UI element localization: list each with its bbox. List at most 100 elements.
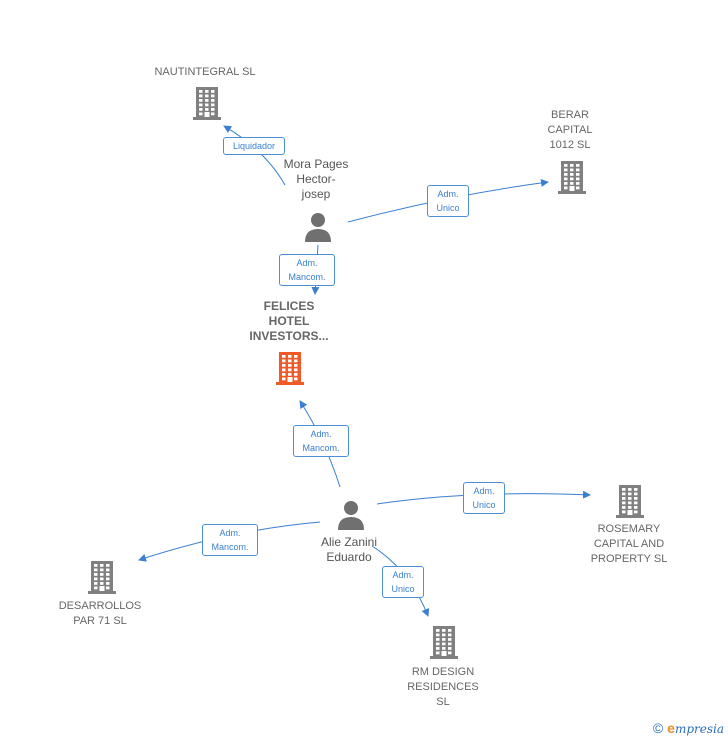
building-window [570,182,574,185]
edge-label-alie-desarrollos[interactable]: Adm. Mancom. [202,524,258,556]
edge-label-mora-center[interactable]: Adm. Mancom. [279,254,335,286]
building-window [622,497,626,500]
building-window [211,108,215,111]
berar-building-icon[interactable] [557,160,587,199]
building-window [282,373,286,376]
edge-label-liquidador[interactable]: Liquidador [223,137,285,155]
building-window [294,373,298,376]
building-window [288,368,292,372]
building-window [448,638,452,641]
building-window [282,359,286,363]
building-base [276,382,304,385]
building-base [430,656,458,659]
building-window [282,368,286,372]
building-window [576,186,580,190]
center-building-icon[interactable] [275,351,305,390]
building-window [100,582,104,585]
building-window [442,647,446,650]
building-window [199,108,203,111]
building-window [634,501,638,505]
building-window [570,164,574,167]
building-window [576,164,580,167]
footer-brand[interactable]: ©empresia [653,720,724,736]
building-window [442,633,446,637]
building-window [288,373,292,376]
building-window [106,573,110,576]
edge-label-mora-berar[interactable]: Adm. Unico [427,185,469,217]
desarrollos-building-icon[interactable] [87,560,117,599]
building-window [94,582,98,585]
building-window [634,510,638,514]
building-window [199,103,203,107]
building-window [100,568,104,572]
building-base [558,191,586,194]
center-label[interactable]: FELICES HOTEL INVESTORS... [249,299,329,343]
building-window [294,355,298,358]
building-window [622,506,626,509]
building-window [94,573,98,576]
building-window [199,94,203,98]
building-window [622,510,626,514]
building-window [628,501,632,505]
rosemary-building-icon[interactable] [615,484,645,523]
building-window [622,488,626,491]
rosemary-label[interactable]: ROSEMARY CAPITAL AND PROPERTY SL [590,523,668,565]
rmdesign-building-icon[interactable] [429,625,459,664]
building-window [442,638,446,641]
building-window [576,182,580,185]
mora-person-icon[interactable] [304,212,332,247]
building-base [193,117,221,120]
building-window [564,182,568,185]
rmdesign-label[interactable]: RM DESIGN RESIDENCES SL [407,666,479,708]
edge-label-alie-rmdesign[interactable]: Adm. Unico [382,566,424,598]
building-window [211,103,215,107]
alie-person-icon[interactable] [337,500,365,535]
building-window [106,586,110,590]
edge-label-alie-rosemary[interactable]: Adm. Unico [463,482,505,514]
building-window [628,497,632,500]
building-base [88,591,116,594]
building-window [294,368,298,372]
brand-initial: e [667,720,675,736]
building-window [564,168,568,172]
building-window [199,112,203,116]
building-window [100,577,104,581]
building-window [442,642,446,646]
building-window [628,488,632,491]
building-window [436,642,440,646]
building-window [448,647,452,650]
building-window [634,492,638,496]
building-window [576,168,580,172]
building-window [448,642,452,646]
building-window [211,99,215,102]
building-window [622,501,626,505]
building-window [436,638,440,641]
building-window [106,568,110,572]
alie-label[interactable]: Alie Zanini Eduardo [320,535,378,564]
building-window [199,90,203,93]
building-window [448,629,452,632]
building-window [94,568,98,572]
building-window [205,108,209,111]
building-window [570,173,574,176]
building-door [287,377,293,383]
nautintegral-label[interactable]: NAUTINTEGRAL SL [154,66,256,78]
mora-label[interactable]: Mora Pages Hector- josep [283,157,349,201]
building-window [436,651,440,655]
nautintegral-building-icon[interactable] [192,86,222,125]
building-window [570,177,574,181]
building-window [205,99,209,102]
desarrollos-label[interactable]: DESARROLLOS PAR 71 SL [58,600,142,627]
building-window [282,364,286,367]
building-window [288,355,292,358]
building-window [205,94,209,98]
building-window [564,186,568,190]
building-window [564,173,568,176]
building-window [294,359,298,363]
copyright-icon: © [652,720,664,736]
building-window [288,364,292,367]
person-body [305,229,331,242]
building-window [106,564,110,567]
berar-label[interactable]: BERAR CAPITAL 1012 SL [547,109,593,151]
edge-label-alie-center[interactable]: Adm. Mancom. [293,425,349,457]
